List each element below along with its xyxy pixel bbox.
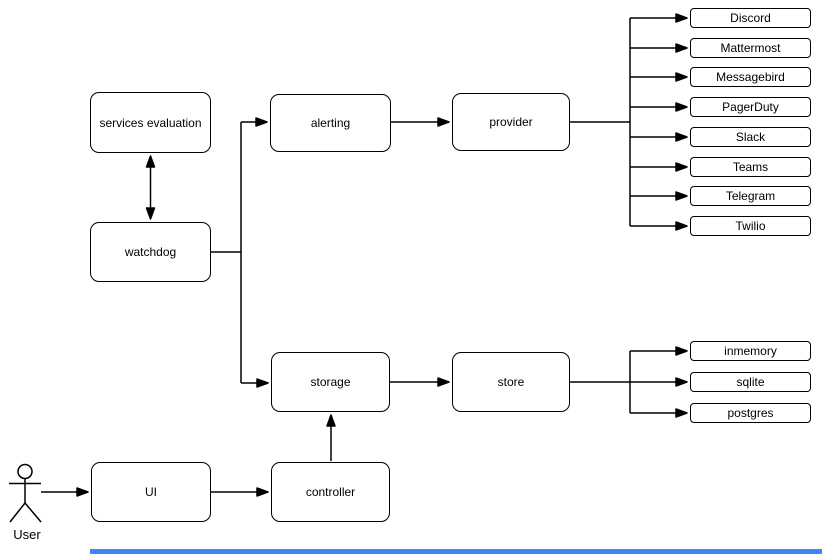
edge-provider-fanout (570, 13, 688, 231)
node-label: services evaluation (99, 115, 202, 130)
provider-node-pagerduty: PagerDuty (690, 97, 811, 117)
horizontal-scrollbar[interactable] (90, 549, 822, 554)
store-node-postgres: postgres (690, 403, 811, 423)
node-label: Teams (732, 160, 769, 174)
provider-node-telegram: Telegram (690, 186, 811, 206)
provider-node-slack: Slack (690, 127, 811, 147)
edge-watchdog-branch (210, 117, 269, 388)
edge-store-fanout (570, 346, 688, 418)
node-label: store (497, 375, 525, 389)
node-services-evaluation: services evaluation (90, 92, 211, 153)
provider-node-mattermost: Mattermost (690, 38, 811, 58)
node-label: Discord (730, 11, 771, 25)
node-label: sqlite (736, 375, 765, 389)
provider-node-discord: Discord (690, 8, 811, 28)
node-label: PagerDuty (722, 100, 779, 114)
store-node-sqlite: sqlite (690, 372, 811, 392)
provider-node-teams: Teams (690, 157, 811, 177)
node-storage: storage (271, 352, 390, 412)
node-label: Slack (735, 130, 766, 144)
node-label: Messagebird (716, 70, 785, 84)
node-label: controller (305, 485, 356, 499)
store-node-inmemory: inmemory (690, 341, 811, 361)
node-label: Twilio (735, 219, 766, 233)
node-label: storage (310, 375, 351, 389)
node-label: UI (145, 485, 157, 499)
node-label: alerting (310, 116, 351, 130)
provider-node-twilio: Twilio (690, 216, 811, 236)
node-label: Telegram (725, 189, 776, 203)
actor-label: User (13, 527, 41, 542)
node-provider: provider (452, 93, 570, 151)
node-label: Mattermost (720, 41, 781, 55)
node-ui: UI (91, 462, 211, 522)
node-store: store (452, 352, 570, 412)
node-label: inmemory (724, 344, 777, 358)
node-watchdog: watchdog (90, 222, 211, 282)
node-controller: controller (271, 462, 390, 522)
node-label: postgres (727, 406, 774, 420)
node-label: watchdog (124, 245, 177, 259)
node-alerting: alerting (270, 94, 391, 152)
user-stick-figure-icon (9, 463, 42, 523)
provider-node-messagebird: Messagebird (690, 67, 811, 87)
node-label: provider (489, 115, 533, 129)
